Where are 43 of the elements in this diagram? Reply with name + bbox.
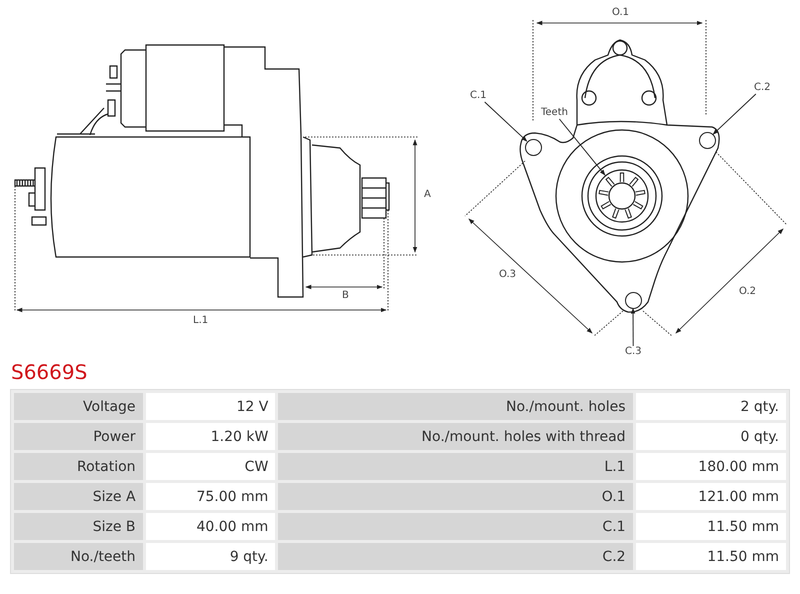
dimension-label: A — [424, 190, 431, 200]
header-cell: No./mount. holes — [278, 393, 633, 420]
part-number-title: S6669S — [11, 361, 88, 383]
value-cell: 75.00 mm — [146, 483, 276, 510]
value-cell: 121.00 mm — [636, 483, 786, 510]
value-cell: 2 qty. — [636, 393, 786, 420]
value-cell: 11.50 mm — [636, 513, 786, 540]
header-cell: Power — [14, 423, 143, 450]
header-cell: Voltage — [14, 393, 143, 420]
header-cell: Size B — [14, 513, 143, 540]
value-cell: 0 qty. — [636, 423, 786, 450]
value-cell: 1.20 kW — [146, 423, 276, 450]
value-cell: 12 V — [146, 393, 276, 420]
callout-label: C.2 — [754, 83, 771, 93]
pinion-gear-drawing — [595, 169, 649, 223]
dimension-label: B — [342, 291, 349, 301]
mounting-hole — [624, 292, 642, 308]
value-cell: 40.00 mm — [146, 513, 276, 540]
value-cell: 9 qty. — [146, 543, 276, 570]
header-cell: No./mount. holes with thread — [278, 423, 633, 450]
header-cell: C.2 — [278, 543, 633, 570]
callout-label: C.3 — [625, 347, 642, 357]
dimension-label: O.1 — [612, 8, 630, 18]
value-cell: 11.50 mm — [636, 543, 786, 570]
value-cell: 180.00 mm — [636, 453, 786, 480]
header-cell: Size A — [14, 483, 143, 510]
leader-line — [630, 308, 636, 346]
mounting-hole — [698, 132, 716, 148]
header-cell: C.1 — [278, 513, 633, 540]
dimension-label: O.2 — [739, 287, 756, 297]
value-cell: CW — [146, 453, 276, 480]
dimension-label: O.3 — [499, 270, 516, 280]
callout-label: Teeth — [541, 108, 568, 118]
leader-line — [712, 94, 756, 135]
mounting-hole — [524, 138, 542, 156]
header-cell: L.1 — [278, 453, 633, 480]
leader-line — [558, 118, 606, 176]
leader-line — [484, 102, 528, 142]
callout-label: C.1 — [470, 91, 487, 101]
dimension-label: L.1 — [193, 316, 208, 326]
header-cell: Rotation — [14, 453, 143, 480]
header-cell: O.1 — [278, 483, 633, 510]
header-cell: No./teeth — [14, 543, 143, 570]
